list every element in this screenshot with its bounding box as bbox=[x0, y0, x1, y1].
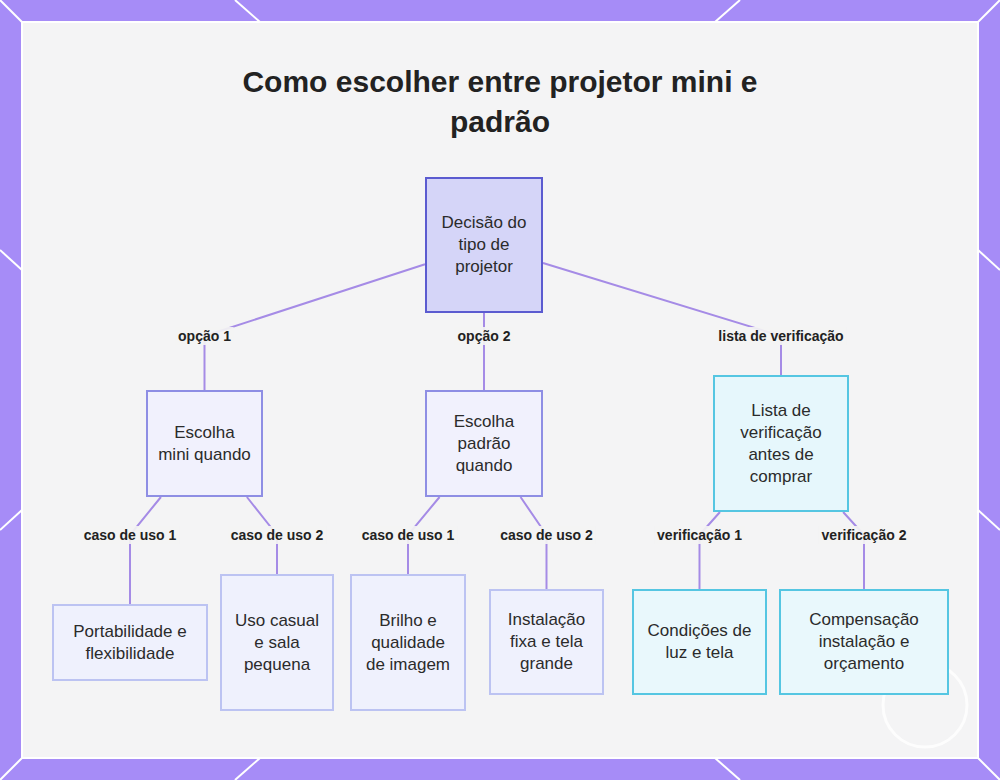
process-box: Instalação fixa e tela grande bbox=[489, 589, 604, 695]
box-text: Uso casual e sala pequena bbox=[232, 610, 322, 676]
process-box: Compensação instalação e orçamento bbox=[779, 589, 949, 695]
process-box: Decisão do tipo de projetor bbox=[425, 177, 543, 313]
edge-label: caso de uso 2 bbox=[497, 526, 596, 544]
process-box: Escolha padrão quando bbox=[425, 390, 543, 497]
process-box: Lista de verificação antes de comprar bbox=[713, 375, 849, 512]
box-text: Brilho e qualidade de imagem bbox=[362, 610, 454, 676]
connector bbox=[483, 313, 485, 390]
box-text: Instalação fixa e tela grande bbox=[501, 609, 592, 675]
edge-label: caso de uso 2 bbox=[228, 526, 327, 544]
connector bbox=[543, 263, 781, 375]
connector bbox=[843, 512, 864, 589]
box-text: Escolha mini quando bbox=[158, 422, 251, 466]
process-box: Portabilidade e flexibilidade bbox=[52, 604, 208, 681]
box-text: Lista de verificação antes de comprar bbox=[725, 400, 837, 488]
process-box: Condições de luz e tela bbox=[632, 589, 767, 695]
edge-label: opção 1 bbox=[175, 327, 234, 345]
edge-label: opção 2 bbox=[455, 327, 514, 345]
edge-label: caso de uso 1 bbox=[81, 526, 180, 544]
process-box: Brilho e qualidade de imagem bbox=[350, 574, 466, 711]
diagram-title: Como escolher entre projetor mini e padr… bbox=[210, 62, 790, 142]
edge-label: caso de uso 1 bbox=[359, 526, 458, 544]
edge-label: lista de verificação bbox=[715, 327, 846, 345]
connector bbox=[700, 512, 720, 589]
panel bbox=[22, 22, 978, 758]
connector bbox=[130, 497, 161, 604]
box-text: Compensação instalação e orçamento bbox=[791, 609, 937, 675]
box-text: Decisão do tipo de projetor bbox=[437, 212, 531, 278]
box-text: Condições de luz e tela bbox=[644, 620, 755, 664]
process-box: Uso casual e sala pequena bbox=[220, 574, 334, 711]
box-text: Portabilidade e flexibilidade bbox=[64, 621, 196, 665]
process-box: Escolha mini quando bbox=[146, 390, 263, 497]
panel-border bbox=[22, 22, 978, 758]
edge-label: verificação 1 bbox=[654, 526, 745, 544]
box-text: Escolha padrão quando bbox=[437, 411, 531, 477]
edge-label: verificação 2 bbox=[819, 526, 910, 544]
connector bbox=[205, 264, 426, 390]
